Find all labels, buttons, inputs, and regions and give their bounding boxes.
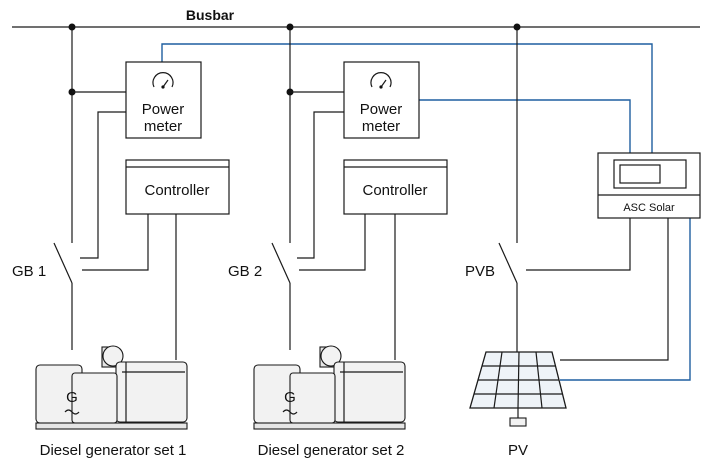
controller-1 <box>125 159 230 215</box>
busbar-label: Busbar <box>186 7 235 23</box>
gauge-icon <box>152 72 174 89</box>
pv-label: PV <box>508 442 528 459</box>
meter-label-1a: Power <box>142 101 185 118</box>
power-meter-1 <box>125 61 202 139</box>
pv-branch: ASC Solar PVB PV <box>465 23 701 459</box>
solar-panel-icon <box>469 351 567 427</box>
generator-symbol-2: G <box>284 389 296 406</box>
power-meter-2 <box>343 61 420 139</box>
controller-2 <box>343 159 448 215</box>
generator-set-1-image: G <box>35 345 188 430</box>
gauge-icon <box>370 72 392 89</box>
generator-symbol-1: G <box>66 389 78 406</box>
set-label-2: Diesel generator set 2 <box>258 442 405 459</box>
generator-branch-1: Power meter Controller GB 1 G Diesel gen… <box>12 23 653 459</box>
breaker-pvb <box>498 242 518 284</box>
breaker-label-pvb: PVB <box>465 263 495 280</box>
controller-label-1: Controller <box>144 182 209 199</box>
generator-branch-2: Power meter Controller GB 2 G Diesel gen… <box>228 23 631 459</box>
asc-solar-label: ASC Solar <box>623 202 675 214</box>
meter-label-2b: meter <box>362 118 400 135</box>
breaker-label-gb1: GB 1 <box>12 263 46 280</box>
breaker-gb2 <box>271 242 291 284</box>
breaker-label-gb2: GB 2 <box>228 263 262 280</box>
controller-label-2: Controller <box>362 182 427 199</box>
meter-label-2a: Power <box>360 101 403 118</box>
breaker-gb1 <box>53 242 73 284</box>
meter-label-1b: meter <box>144 118 182 135</box>
generator-set-2-image: G <box>253 345 406 430</box>
set-label-1: Diesel generator set 1 <box>40 442 187 459</box>
